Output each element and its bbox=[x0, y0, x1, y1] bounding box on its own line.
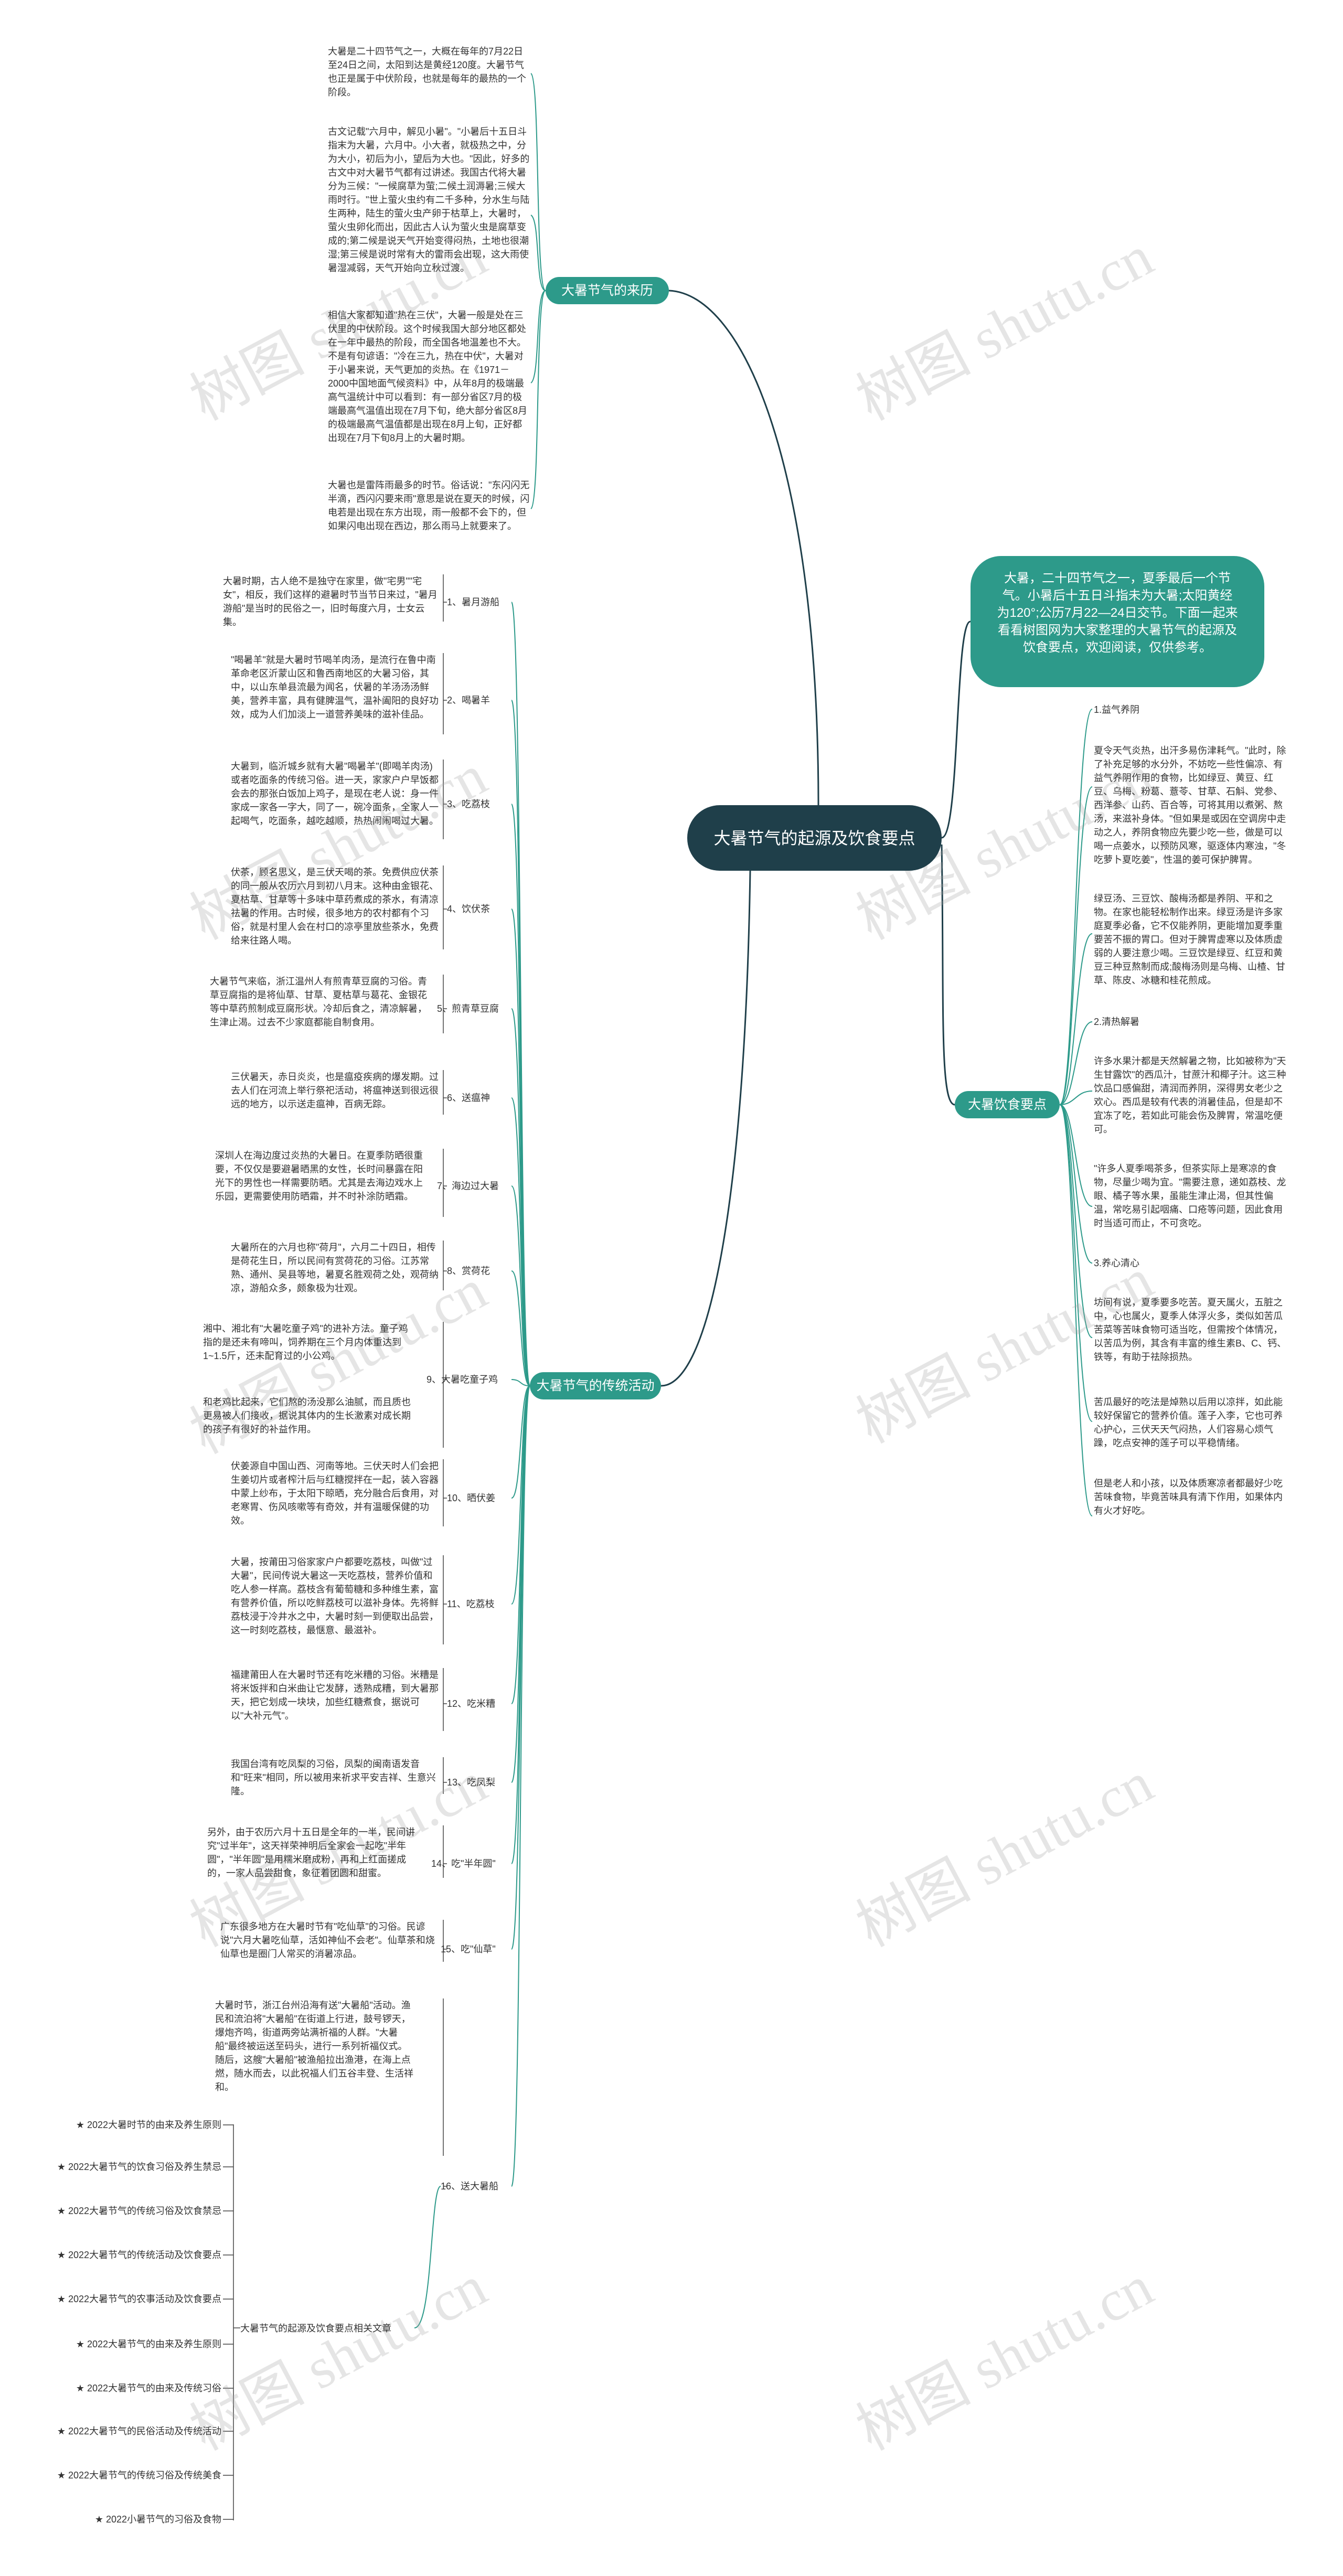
branch-origin[interactable]: 大暑节气的来历 bbox=[546, 277, 669, 304]
activity-label[interactable]: 6、送瘟神 bbox=[447, 1093, 491, 1103]
connector-line bbox=[1059, 786, 1093, 1105]
activity-label[interactable]: 11、吃荔枝 bbox=[447, 1599, 495, 1609]
connector-line bbox=[530, 290, 546, 383]
connector-line bbox=[511, 1385, 530, 1605]
activity-label[interactable]: 1、暑月游船 bbox=[447, 597, 500, 607]
origin-paragraph: 大暑也是雷阵雨最多的时节。俗话说："东闪闪无半滴，西闪闪要来雨"意思是说在夏天的… bbox=[328, 480, 530, 531]
activity-label[interactable]: 4、饮伏茶 bbox=[447, 904, 491, 914]
activity-label[interactable]: 9、大暑吃童子鸡 bbox=[427, 1374, 498, 1385]
activity-label[interactable]: 7、海边过大暑 bbox=[437, 1181, 499, 1191]
activity-label[interactable]: 13、吃凤梨 bbox=[447, 1777, 496, 1788]
diet-heading: 3.养心清心 bbox=[1094, 1258, 1140, 1268]
activity-paragraph: 另外，由于农历六月十五日是全年的一半，民间讲究"过半年"，这天祥荣神明后全家会一… bbox=[207, 1827, 415, 1878]
origin-paragraph: 相信大家都知道"热在三伏"，大暑一般是处在三伏里的中伏阶段。这个时候我国大部分地… bbox=[328, 310, 528, 443]
connector-line bbox=[1059, 1104, 1093, 1516]
connector-line bbox=[1059, 1091, 1093, 1105]
diet-paragraph: 绿豆汤、三豆饮、酸梅汤都是养阴、平和之物。在家也能轻松制作出来。绿豆汤是许多家庭… bbox=[1094, 893, 1285, 986]
activity-paragraph: 和老鸡比起来，它们熬的汤没那么油腻，而且质也更易被人们接收，据说其体内的生长激素… bbox=[203, 1397, 411, 1435]
connector-line bbox=[941, 844, 955, 1106]
connector-line bbox=[530, 290, 546, 509]
related-link[interactable]: ★ 2022大暑节气的由来及传统习俗 bbox=[76, 2383, 221, 2393]
activity-paragraph: 三伏暑天，赤日炎炎，也是瘟疫疾病的爆发期。过去人们在河流上举行祭祀活动，将瘟神送… bbox=[231, 1072, 439, 1109]
diet-heading: 1.益气养阴 bbox=[1094, 704, 1140, 715]
diet-paragraph: 夏令天气炎热，出汗多易伤津耗气。"此时，除了补充足够的水分外，不妨吃一些性偏凉、… bbox=[1094, 745, 1286, 865]
activity-paragraph: 伏茶，顾名思义，是三伏天喝的茶。免费供应伏茶的同一般从农历六月到初八月末。这种由… bbox=[231, 867, 439, 946]
activity-paragraph: 大暑，按莆田习俗家家户户都要吃荔枝，叫做"过大暑"，民间传说大暑这一天吃荔枝，营… bbox=[231, 1557, 439, 1636]
connector-line bbox=[511, 1185, 530, 1386]
activity-label[interactable]: 15、吃"仙草" bbox=[441, 1944, 496, 1954]
diet-paragraph: 坊间有说，夏季要多吃苦。夏天属火，五脏之中，心也属火，夏季人体浮火多，类似如苦瓜… bbox=[1094, 1297, 1287, 1362]
connector-line bbox=[511, 1270, 530, 1386]
activity-paragraph: 湘中、湘北有"大暑吃童子鸡"的进补方法。童子鸡指的是还未有啼叫，饲养期在三个月内… bbox=[203, 1323, 408, 1361]
central-topic[interactable]: 大暑节气的起源及饮食要点 bbox=[687, 805, 942, 871]
activity-paragraph: 大暑节气来临，浙江温州人有煎青草豆腐的习俗。青草豆腐指的是将仙草、甘草、夏枯草与… bbox=[210, 976, 427, 1028]
connector-line bbox=[1059, 709, 1093, 1105]
related-link[interactable]: ★ 2022大暑节气的农事活动及饮食要点 bbox=[57, 2294, 221, 2304]
connector-line bbox=[1059, 933, 1093, 1105]
activity-label[interactable]: 2、喝暑羊 bbox=[447, 695, 491, 706]
connector-line bbox=[511, 1379, 530, 1386]
connector-line bbox=[511, 1385, 530, 1499]
connector-line bbox=[941, 621, 971, 839]
branch-activities[interactable]: 大暑节气的传统活动 bbox=[530, 1372, 661, 1399]
related-link[interactable]: ★ 2022大暑时节的由来及养生原则 bbox=[76, 2120, 221, 2130]
connector-line bbox=[511, 1385, 530, 1950]
related-link[interactable]: ★ 2022大暑节气的由来及养生原则 bbox=[76, 2339, 221, 2349]
connector-line bbox=[511, 1385, 530, 2187]
activity-paragraph: 大暑时期，古人绝不是独守在家里，做"宅男""宅女"，相反，我们这样的避暑时节当节… bbox=[223, 576, 438, 627]
activity-label[interactable]: 5、煎青草豆腐 bbox=[437, 1003, 499, 1014]
related-link[interactable]: ★ 2022大暑节气的传统习俗及传统美食 bbox=[57, 2470, 221, 2481]
branch-related[interactable]: 大暑节气的起源及饮食要点相关文章 bbox=[240, 2323, 391, 2334]
diet-heading: 2.清热解暑 bbox=[1094, 1017, 1140, 1027]
diet-paragraph: 许多水果汁都是天然解暑之物，比如被称为"天生甘露饮"的西瓜汁，甘蔗汁和椰子汁。这… bbox=[1094, 1056, 1286, 1135]
related-link[interactable]: ★ 2022小暑节气的习俗及食物 bbox=[94, 2514, 221, 2525]
connector-line bbox=[530, 215, 546, 291]
activity-paragraph: "喝暑羊"就是大暑时节喝羊肉汤，是流行在鲁中南革命老区沂蒙山区和鲁西南地区的大暑… bbox=[231, 655, 439, 720]
activity-paragraph: 大暑所在的六月也称"荷月"，六月二十四日，相传是荷花生日，所以民间有赏荷花的习俗… bbox=[231, 1242, 439, 1294]
activity-label[interactable]: 12、吃米糟 bbox=[447, 1698, 496, 1709]
connector-line bbox=[668, 290, 819, 806]
origin-paragraph: 古文记载"六月中，解见小暑"。"小暑后十五日斗指末为大暑，六月中。小大者，就极热… bbox=[328, 126, 530, 273]
diet-paragraph: 但是老人和小孩，以及体质寒凉者都最好少吃苦味食物，毕竟苦味具有清下作用，如果体内… bbox=[1094, 1478, 1283, 1516]
activity-paragraph: 深圳人在海边度过炎热的大暑日。在夏季防晒很重要，不仅仅是要避暑晒黑的女性，长时间… bbox=[215, 1150, 423, 1202]
connector-line bbox=[660, 870, 751, 1387]
activity-paragraph: 伏姜源自中国山西、河南等地。三伏天时人们会把生姜切片或者榨汁后与红糖搅拌在一起，… bbox=[231, 1461, 439, 1526]
connector-line bbox=[530, 73, 546, 291]
connector-line bbox=[414, 2186, 441, 2328]
activity-label[interactable]: 10、晒伏姜 bbox=[447, 1493, 496, 1503]
connector-line bbox=[1059, 1104, 1093, 1422]
activity-paragraph: 大暑到，临沂城乡就有大暑"喝暑羊"(即喝羊肉汤)或者吃面条的传统习俗。进一天，家… bbox=[231, 761, 439, 826]
origin-paragraph: 大暑是二十四节气之一，大概在每年的7月22日至24日之间，太阳到达是黄经120度… bbox=[328, 46, 526, 98]
related-link[interactable]: ★ 2022大暑节气的民俗活动及传统活动 bbox=[57, 2426, 221, 2436]
diet-paragraph: 苦瓜最好的吃法是焯熟以后用以凉拌，如此能较好保留它的营养价值。莲子入李，它也可养… bbox=[1094, 1397, 1283, 1448]
diet-paragraph: "许多人夏季喝茶多，但茶实际上是寒凉的食物，尽量少喝为宜。"需要注意，递如荔枝、… bbox=[1094, 1163, 1286, 1228]
connector-line bbox=[511, 1097, 530, 1386]
connector-line bbox=[1059, 1104, 1093, 1264]
branch-diet[interactable]: 大暑饮食要点 bbox=[955, 1091, 1060, 1118]
connector-line bbox=[1059, 1104, 1093, 1207]
connector-line bbox=[1059, 1021, 1093, 1105]
activity-label[interactable]: 16、送大暑船 bbox=[441, 2181, 499, 2192]
related-link[interactable]: ★ 2022大暑节气的饮食习俗及养生禁忌 bbox=[57, 2162, 221, 2172]
intro-node[interactable]: 大暑，二十四节气之一，夏季最后一个节气。小暑后十五日斗指未为大暑;太阳黄经为12… bbox=[971, 556, 1264, 687]
activity-label[interactable]: 14、吃"半年圆" bbox=[431, 1858, 496, 1869]
connector-line bbox=[1059, 1104, 1093, 1338]
activity-paragraph: 大暑时节，浙江台州沿海有送"大暑船"活动。渔民和流泊将"大暑船"在街道上行进，鼓… bbox=[215, 2000, 413, 2092]
activity-paragraph: 广东很多地方在大暑时节有"吃仙草"的习俗。民谚说"六月大暑吃仙草，活如神仙不会老… bbox=[220, 1921, 435, 1959]
activity-paragraph: 我国台湾有吃凤梨的习俗，凤梨的闽南语发音和"旺来"相同，所以被用来祈求平安吉祥、… bbox=[231, 1759, 436, 1797]
related-link[interactable]: ★ 2022大暑节气的传统活动及饮食要点 bbox=[57, 2250, 221, 2260]
related-link[interactable]: ★ 2022大暑节气的传统习俗及饮食禁忌 bbox=[57, 2206, 221, 2216]
activity-label[interactable]: 3、吃荔枝 bbox=[447, 799, 491, 809]
activity-paragraph: 福建莆田人在大暑时节还有吃米糟的习俗。米糟是将米饭拌和白米曲让它发酵，透熟成糟，… bbox=[231, 1670, 439, 1721]
activity-label[interactable]: 8、赏荷花 bbox=[447, 1266, 491, 1276]
